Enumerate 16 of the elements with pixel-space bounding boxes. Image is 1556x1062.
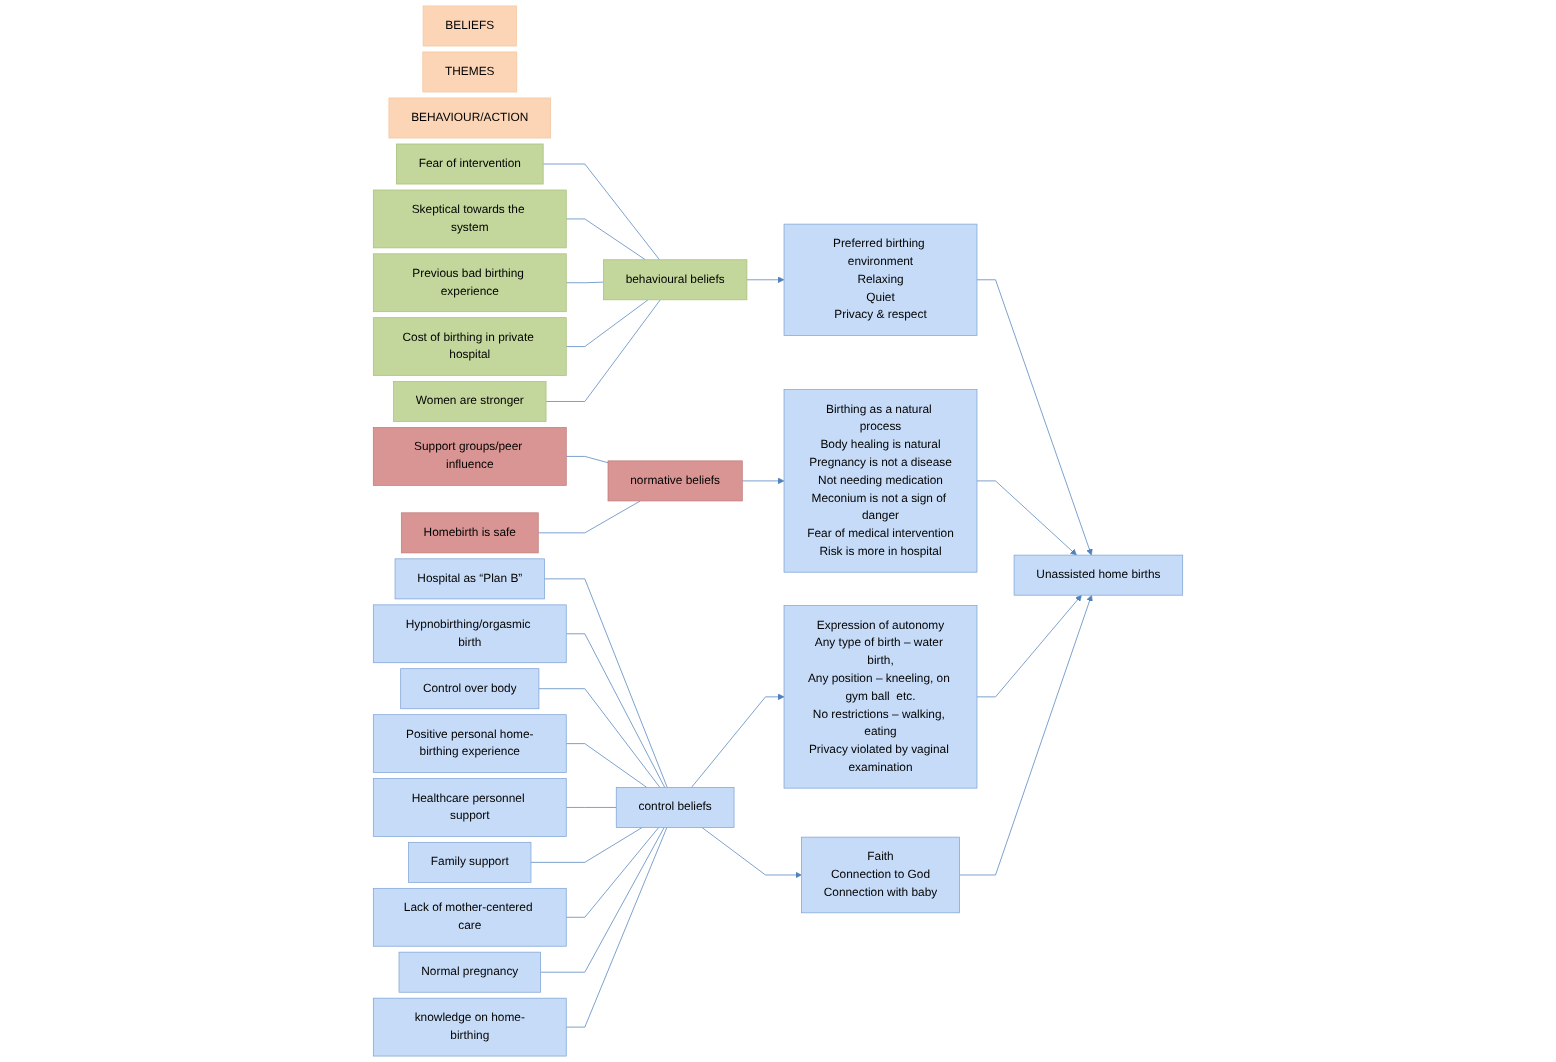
connector bbox=[565, 827, 660, 918]
connector bbox=[565, 281, 604, 284]
connector bbox=[565, 743, 648, 788]
connector bbox=[565, 807, 617, 808]
connector bbox=[565, 827, 668, 1028]
connector bbox=[565, 218, 646, 261]
connector bbox=[538, 688, 661, 788]
connector bbox=[565, 456, 609, 464]
connector bbox=[530, 827, 643, 863]
connector bbox=[542, 163, 660, 261]
connector bbox=[545, 299, 661, 402]
connector bbox=[565, 299, 649, 347]
connector bbox=[565, 633, 666, 788]
connector bbox=[544, 578, 668, 788]
connector bbox=[537, 500, 641, 534]
connector bbox=[540, 827, 665, 973]
